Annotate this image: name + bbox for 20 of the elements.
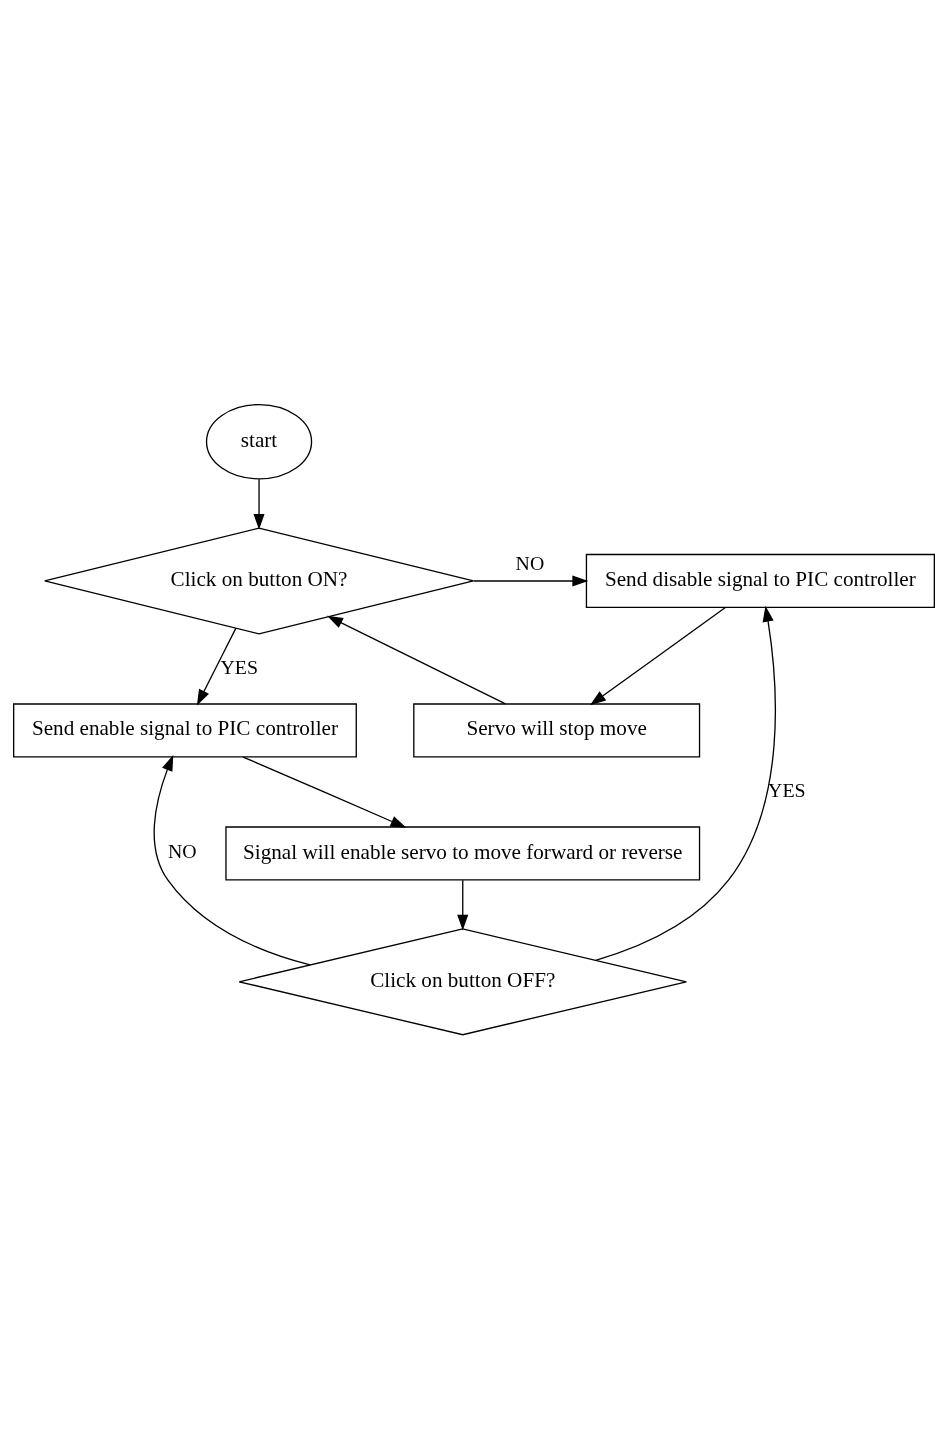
edge-label: YES bbox=[768, 778, 806, 801]
edge-label: NO bbox=[515, 552, 545, 575]
arrow bbox=[253, 478, 265, 530]
arrow bbox=[242, 756, 407, 828]
arrow bbox=[153, 755, 311, 966]
arrow bbox=[196, 627, 237, 706]
arrow bbox=[457, 879, 469, 931]
node-box: Signal will enable servo to move forward or reverse bbox=[225, 826, 701, 881]
node-diamond: Click on button OFF? bbox=[238, 928, 687, 1036]
arrow bbox=[595, 605, 776, 961]
arrow bbox=[472, 575, 589, 587]
node-ellipse: start bbox=[205, 403, 313, 480]
node-box: Servo will stop move bbox=[413, 703, 701, 758]
node-diamond: Click on button ON? bbox=[44, 527, 474, 635]
arrow bbox=[327, 615, 507, 705]
arrow bbox=[589, 606, 727, 706]
node-box: Send enable signal to PIC controller bbox=[13, 703, 357, 758]
edge-label: NO bbox=[168, 840, 197, 863]
node-box: Send disable signal to PIC controller bbox=[585, 553, 935, 609]
edge-label: YES bbox=[220, 655, 258, 678]
